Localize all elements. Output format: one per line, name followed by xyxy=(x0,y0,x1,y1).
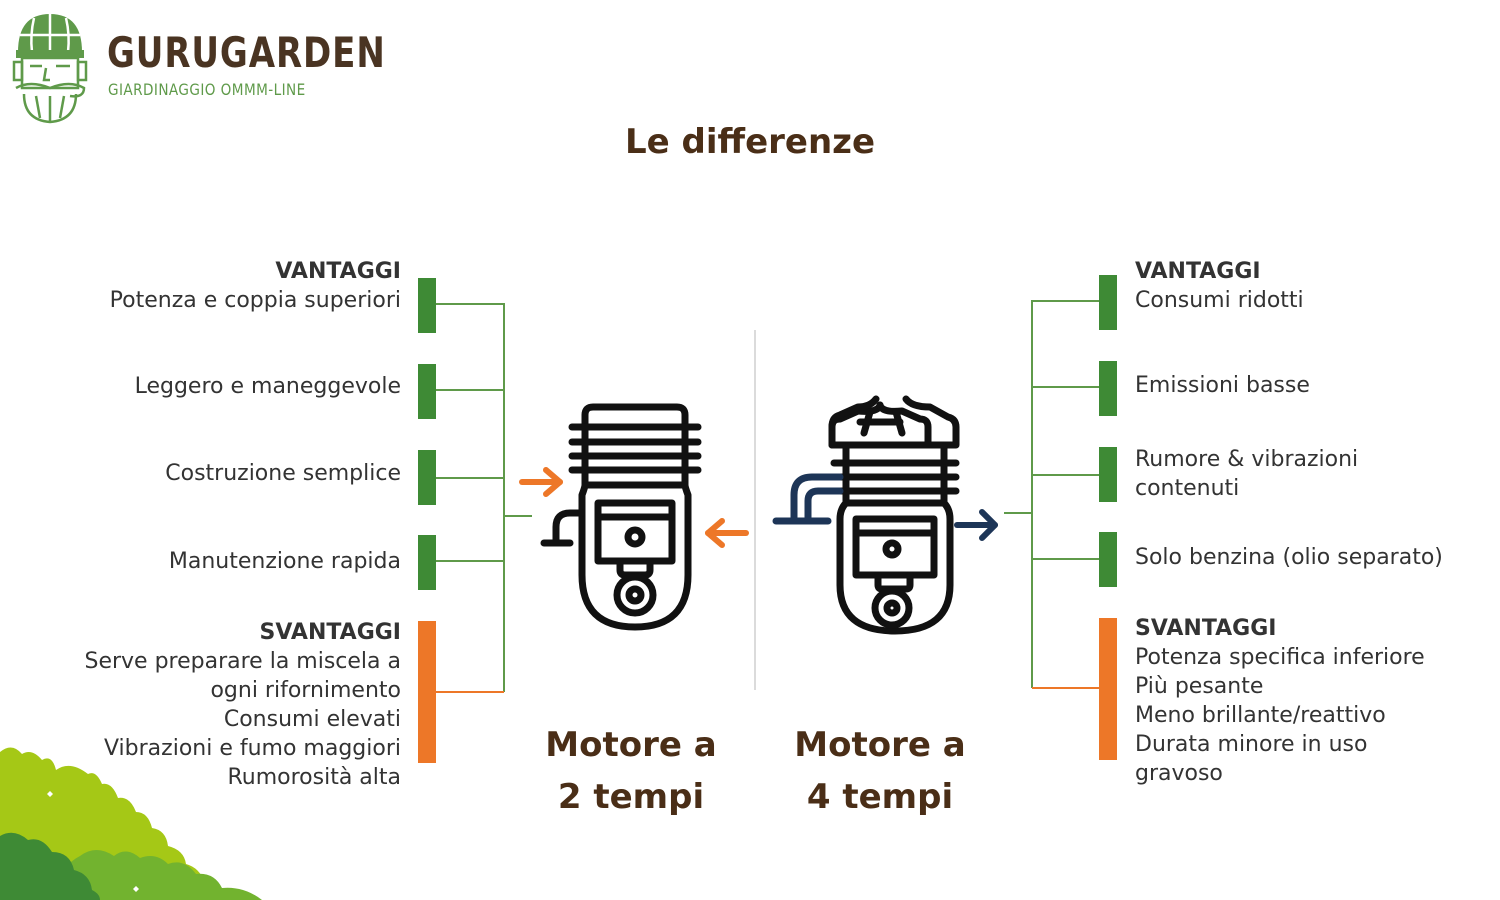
four-stroke-con: gravoso xyxy=(1135,761,1223,786)
brand-name: GURUGARDEN xyxy=(107,28,386,77)
pro-marker xyxy=(1099,532,1117,587)
two-stroke-engine-icon xyxy=(519,403,749,631)
two-stroke-con: Serve preparare la miscela a xyxy=(84,649,401,674)
four-stroke-label: Motore a 4 tempi xyxy=(760,719,1000,823)
arrow-out-icon xyxy=(954,509,998,541)
four-stroke-engine-icon xyxy=(772,395,998,635)
pro-marker xyxy=(1099,361,1117,416)
four-stroke-label-line2: 4 tempi xyxy=(806,777,954,817)
connector-line xyxy=(1031,300,1100,688)
arrow-in-icon xyxy=(705,518,749,548)
four-stroke-pros-header: VANTAGGI xyxy=(1135,259,1261,284)
two-stroke-con: ogni rifornimento xyxy=(210,678,401,703)
two-stroke-con: Consumi elevati xyxy=(223,707,401,732)
four-stroke-con: Più pesante xyxy=(1135,674,1264,699)
brand-tagline: GIARDINAGGIO OMMM-LINE xyxy=(108,80,306,99)
two-stroke-label: Motore a 2 tempi xyxy=(511,719,751,823)
bearded-gardener-icon xyxy=(12,14,88,124)
four-stroke-pro-text: contenuti xyxy=(1135,476,1240,501)
four-stroke-cons-header: SVANTAGGI xyxy=(1135,616,1277,641)
pro-marker xyxy=(418,535,436,590)
pro-marker xyxy=(1099,275,1117,330)
bush-decoration-icon xyxy=(0,747,262,900)
four-stroke-con: Durata minore in uso xyxy=(1135,732,1368,757)
four-stroke-con: Meno brillante/reattivo xyxy=(1135,703,1386,728)
two-stroke-con: Rumorosità alta xyxy=(227,765,401,790)
page-title: Le differenze xyxy=(624,122,876,162)
four-stroke-pro-3: Rumore & vibrazioni contenuti xyxy=(1135,445,1495,503)
two-stroke-cons-header: SVANTAGGI xyxy=(259,620,401,645)
pro-marker xyxy=(418,450,436,505)
con-marker xyxy=(418,621,436,763)
two-stroke-cons: SVANTAGGI Serve preparare la miscela a o… xyxy=(0,618,401,792)
two-stroke-pro-4: Manutenzione rapida xyxy=(168,549,401,574)
two-stroke-label-line1: Motore a xyxy=(545,725,717,765)
four-stroke-cons: SVANTAGGI Potenza specifica inferiore Pi… xyxy=(1135,614,1495,788)
four-stroke-label-line1: Motore a xyxy=(794,725,966,765)
arrow-in-icon xyxy=(519,467,563,497)
four-stroke-pro-text: Rumore & vibrazioni xyxy=(1135,447,1359,472)
pro-marker xyxy=(418,364,436,419)
two-stroke-pro-2: Leggero e maneggevole xyxy=(134,374,401,399)
four-stroke-pro-1: VANTAGGI Consumi ridotti xyxy=(1135,257,1495,315)
exhaust-pipe-icon xyxy=(772,473,844,525)
pro-marker xyxy=(1099,447,1117,502)
pro-marker xyxy=(418,278,436,333)
two-stroke-pros-header: VANTAGGI xyxy=(275,259,401,284)
con-marker xyxy=(1099,618,1117,760)
two-stroke-pro-text: Potenza e coppia superiori xyxy=(109,288,401,313)
two-stroke-pro-1: VANTAGGI Potenza e coppia superiori xyxy=(1,257,401,315)
four-stroke-pro-4: Solo benzina (olio separato) xyxy=(1135,545,1443,570)
two-stroke-con: Vibrazioni e fumo maggiori xyxy=(103,736,401,761)
two-stroke-label-line2: 2 tempi xyxy=(557,777,705,817)
four-stroke-pro-text: Consumi ridotti xyxy=(1135,288,1304,313)
connector-line xyxy=(436,303,505,692)
four-stroke-pro-2: Emissioni basse xyxy=(1135,373,1310,398)
two-stroke-pro-3: Costruzione semplice xyxy=(165,461,401,486)
four-stroke-con: Potenza specifica inferiore xyxy=(1135,645,1425,670)
